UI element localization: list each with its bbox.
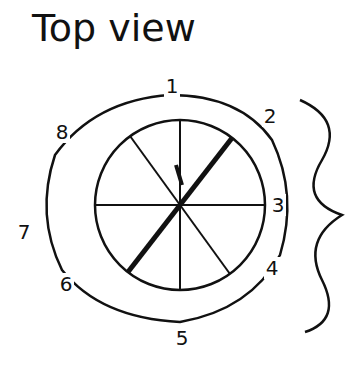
callout-number: 1 xyxy=(164,75,181,97)
callout-number: 2 xyxy=(262,105,279,127)
center-mark xyxy=(176,165,182,185)
callout-number: 4 xyxy=(264,257,281,279)
callout-number: 6 xyxy=(58,273,75,295)
callout-number: 8 xyxy=(54,121,71,143)
outer-outline xyxy=(46,95,287,322)
curly-bracket xyxy=(300,100,342,332)
callout-number: 3 xyxy=(270,194,287,216)
thick-spoke xyxy=(128,138,232,272)
inner-circle xyxy=(95,120,265,290)
callout-number: 7 xyxy=(16,221,33,243)
callout-number: 5 xyxy=(174,327,191,349)
view-title: Top view xyxy=(30,8,198,48)
